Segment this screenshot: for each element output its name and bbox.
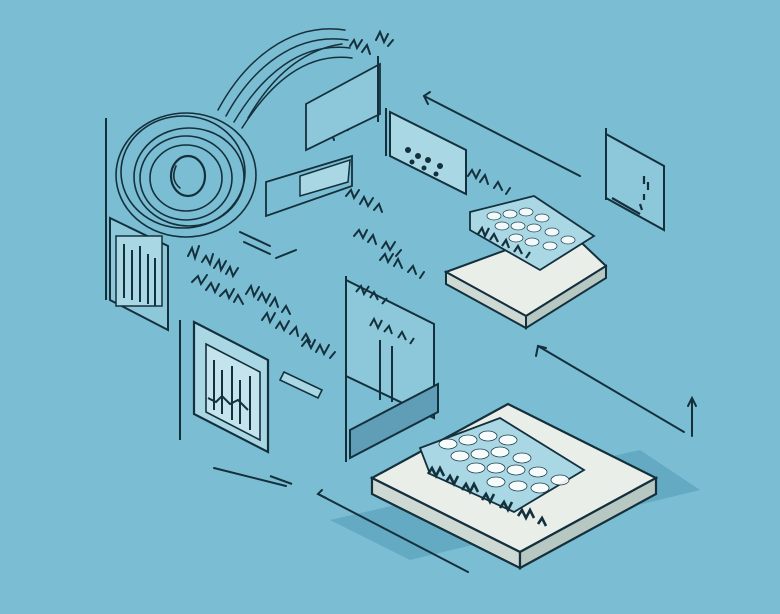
bar-chart-panel: [105, 118, 169, 332]
connector-line: [423, 95, 581, 177]
keyboard-plate-small: [443, 195, 608, 330]
chart-board: [179, 320, 324, 485]
headphones-sketch: [115, 28, 353, 238]
wall-panel: [265, 56, 467, 462]
wall-panel-right: [605, 128, 665, 232]
direction-arrows: [213, 91, 697, 573]
keyboard-plate-large: [330, 402, 700, 570]
